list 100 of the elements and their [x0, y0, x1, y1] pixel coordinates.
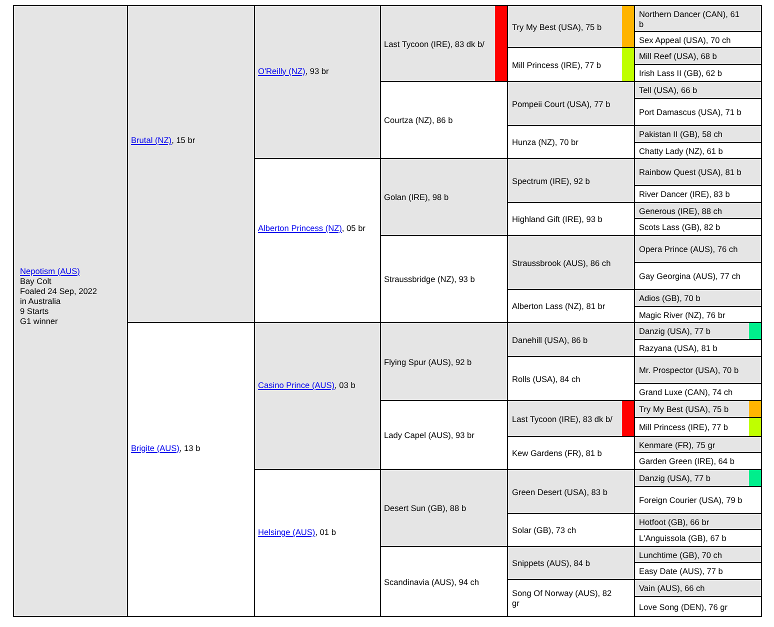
horse-name-link: O'Reilly (NZ) — [258, 66, 306, 76]
horse-entry-text: Lunchtime (GB), 70 ch — [639, 550, 724, 560]
horse-detail-text: in Australia — [20, 296, 61, 306]
horse-entry-text: Straussbridge (NZ), 93 b — [384, 274, 476, 284]
horse-name-link: Casino Prince (AUS) — [258, 380, 335, 390]
pedigree-cell — [254, 5, 381, 159]
horse-entry-text: Gay Georgina (AUS), 77 ch — [639, 271, 742, 281]
horse-entry-text: Chatty Lady (NZ), 61 b — [639, 146, 724, 156]
pedigree-cell — [634, 202, 762, 219]
pedigree-cell — [380, 158, 508, 236]
pedigree-cell — [634, 513, 762, 530]
horse-entry-text: Mill Princess (IRE), 77 b — [639, 422, 729, 432]
horse-entry-text: Magic River (NZ), 76 br — [639, 310, 726, 320]
horse-entry-text: Grand Luxe (CAN), 74 ch — [639, 387, 734, 397]
pedigree-cell — [634, 322, 762, 340]
horse-entry-text: Kenmare (FR), 75 gr — [639, 440, 716, 450]
horse-entry-text: Last Tycoon (IRE), 83 dk b/ — [512, 414, 614, 424]
horse-entry-text: Kew Gardens (FR), 81 b — [512, 448, 603, 458]
pedigree-cell — [634, 158, 762, 186]
pedigree-cell — [507, 546, 635, 580]
horse-entry-text: Alberton Princess (NZ), 05 br — [258, 223, 366, 233]
horse-entry-text: Port Damascus (USA), 71 b — [639, 107, 742, 117]
horse-entry-text: Try My Best (USA), 75 b — [512, 22, 603, 32]
horse-entry-text: Easy Date (AUS), 77 b — [639, 566, 724, 576]
pedigree-cell — [507, 235, 635, 290]
horse-entry-text: Mill Princess (IRE), 77 b — [512, 60, 602, 70]
horse-entry-text: Alberton Lass (NZ), 81 br — [512, 301, 606, 311]
pedigree-cell — [634, 125, 762, 143]
pedigree-cell — [634, 356, 762, 384]
horse-entry-text: Mill Reef (USA), 68 b — [639, 51, 718, 61]
horse-detail-text: 9 Starts — [20, 306, 50, 316]
horse-entry-text: O'Reilly (NZ), 93 br — [258, 66, 330, 76]
horse-detail-text: G1 winner — [20, 316, 59, 326]
horse-entry-text: Song Of Norway (AUS), 82 gr — [512, 588, 613, 608]
horse-entry-text: Snippets (AUS), 84 b — [512, 558, 591, 568]
pedigree-cell — [380, 322, 508, 401]
horse-entry-text: Brutal (NZ), 15 br — [131, 135, 196, 145]
horse-entry-text: Hunza (NZ), 70 br — [512, 137, 580, 147]
pedigree-cell — [380, 469, 508, 547]
pedigree-cell — [254, 322, 381, 470]
pedigree-cell — [634, 400, 762, 418]
horse-entry-text: Pakistan II (GB), 58 ch — [639, 129, 724, 139]
pedigree-cell — [634, 469, 762, 487]
horse-entry-text: Rainbow Quest (USA), 81 b — [639, 167, 742, 177]
horse-entry-text: Foreign Courier (USA), 79 b — [639, 495, 744, 505]
horse-entry-text: Razyana (USA), 81 b — [639, 343, 718, 353]
horse-entry-text: Try My Best (USA), 75 b — [639, 404, 730, 414]
horse-entry-text: Helsinge (AUS), 01 b — [258, 527, 337, 537]
horse-entry-text: Desert Sun (GB), 88 b — [384, 503, 468, 513]
horse-entry-text: Golan (IRE), 98 b — [384, 192, 450, 202]
horse-detail-text: Bay Colt — [20, 276, 52, 286]
pedigree-cell — [634, 579, 762, 597]
horse-entry-text: Hotfoot (GB), 66 br — [639, 516, 710, 526]
horse-entry-text: Lady Capel (AUS), 93 br — [384, 430, 476, 440]
pedigree-cell — [634, 235, 762, 263]
horse-entry-text: Danehill (USA), 86 b — [512, 334, 589, 344]
horse-entry-text: Adios (GB), 70 b — [639, 293, 702, 303]
horse-entry-text: Spectrum (IRE), 92 b — [512, 176, 591, 186]
horse-entry-text: Flying Spur (AUS), 92 b — [384, 356, 473, 366]
horse-detail-text: Foaled 24 Sep, 2022 — [20, 286, 98, 296]
horse-entry-text: Green Desert (USA), 83 b — [512, 486, 608, 496]
pedigree-cell — [507, 400, 635, 437]
horse-entry-text: Rolls (USA), 84 ch — [512, 374, 582, 384]
pedigree-cell — [507, 469, 635, 514]
pedigree-cell — [634, 289, 762, 307]
pedigree-cell — [634, 436, 762, 453]
horse-entry-text: Danzig (USA), 77 b — [639, 473, 712, 483]
horse-entry-text: Highland Gift (IRE), 93 b — [512, 214, 604, 224]
horse-entry-text: Scots Lass (GB), 82 b — [639, 222, 722, 232]
horse-entry-text: Sex Appeal (USA), 70 ch — [639, 34, 732, 44]
horse-entry-text: Courtza (NZ), 86 b — [384, 115, 454, 125]
horse-entry-text: Scandinavia (AUS), 94 ch — [384, 576, 480, 586]
pedigree-cell — [127, 5, 255, 323]
pedigree-cell — [507, 322, 635, 357]
pedigree-cell — [380, 5, 508, 82]
horse-entry-text: Northern Dancer (CAN), 61 b — [639, 8, 741, 28]
horse-entry-text: Last Tycoon (IRE), 83 dk b/ — [384, 38, 486, 48]
pedigree-cell — [507, 5, 635, 48]
horse-entry-text: Brigite (AUS), 13 b — [131, 442, 202, 452]
pedigree-cell — [507, 158, 635, 203]
horse-entry-text: River Dancer (IRE), 83 b — [639, 189, 731, 199]
horse-entry-text: Casino Prince (AUS), 03 b — [258, 380, 356, 390]
horse-entry-text: Straussbrook (AUS), 86 ch — [512, 258, 612, 268]
pedigree-cell — [13, 5, 128, 617]
horse-name-link: Brutal (NZ) — [131, 135, 172, 145]
pedigree-cell — [634, 596, 762, 617]
horse-entry-text: Pompeii Court (USA), 77 b — [512, 98, 612, 108]
horse-entry-text: Solar (GB), 73 ch — [512, 525, 578, 535]
horse-name-link: Alberton Princess (NZ) — [258, 223, 342, 233]
horse-name-link: Brigite (AUS) — [131, 442, 180, 452]
pedigree-cell — [634, 81, 762, 99]
pedigree-cell — [634, 47, 762, 65]
horse-entry-text: Opera Prince (AUS), 76 ch — [639, 244, 739, 254]
horse-entry-text: Mr. Prospector (USA), 70 b — [639, 365, 740, 375]
horse-entry-text: Love Song (DEN), 76 gr — [639, 602, 729, 612]
horse-entry-text: Generous (IRE), 88 ch — [639, 206, 724, 216]
horse-entry-text: Irish Lass II (GB), 62 b — [639, 68, 723, 78]
horse-name-link: Nepotism (AUS) — [20, 266, 80, 276]
horse-entry-text: Vain (AUS), 66 ch — [639, 583, 706, 593]
horse-entry-text: Tell (USA), 66 b — [639, 85, 698, 95]
